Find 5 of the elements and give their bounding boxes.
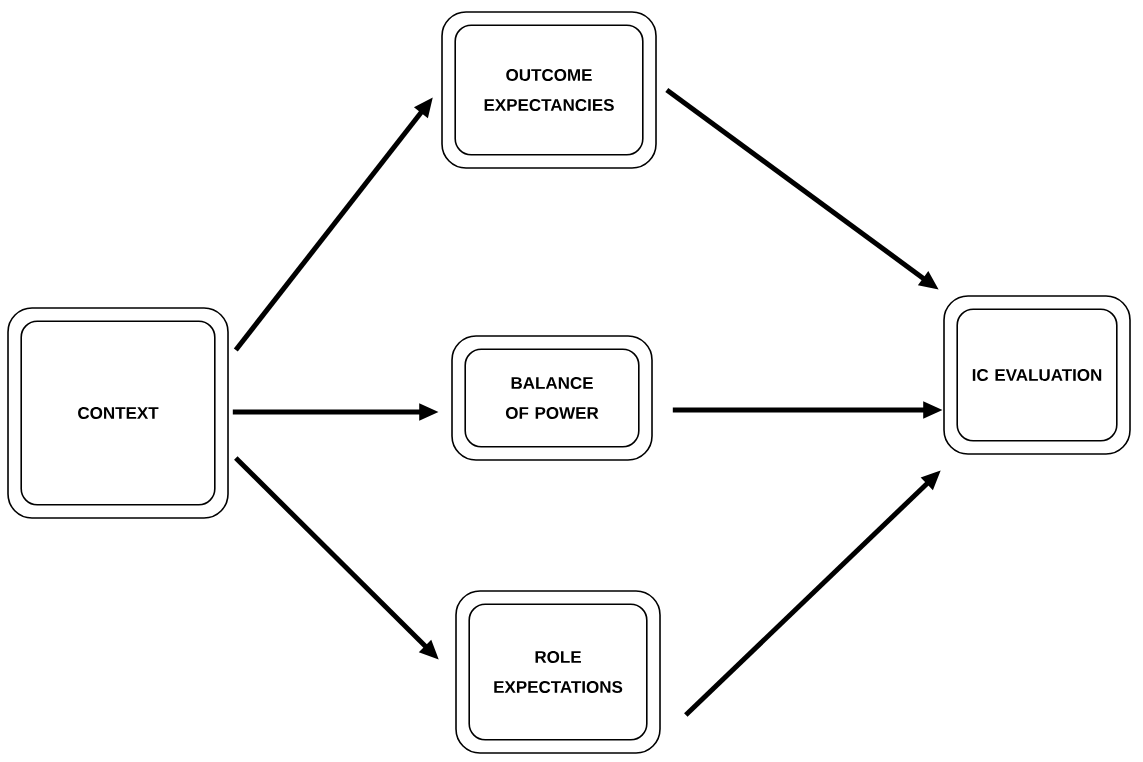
process-box: ROLE EXPECTATIONS <box>455 590 661 754</box>
process-box: CONTEXT <box>7 307 229 519</box>
process-box: BALANCE OF POWER <box>451 335 653 461</box>
process-box: IC EVALUATION <box>943 295 1131 455</box>
process-box: OUTCOME EXPECTANCIES <box>441 11 657 169</box>
